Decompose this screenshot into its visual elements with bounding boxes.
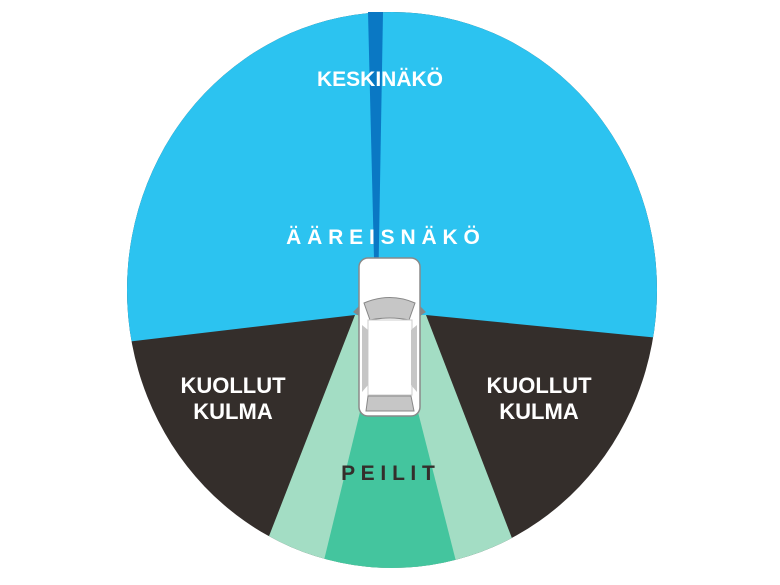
mirror-area-inner <box>318 412 462 568</box>
central-vision-label: KESKINÄKÖ <box>317 68 443 91</box>
central-vision-beam <box>368 12 383 300</box>
blind-spot-right-label-line1: KUOLLUT <box>486 373 592 398</box>
peripheral-vision-area <box>127 12 657 345</box>
mirrors-label: P E I L I T <box>341 462 435 485</box>
peripheral-vision-label: Ä Ä R E I S N Ä K Ö <box>286 226 480 249</box>
blind-spot-right-label-line2: KULMA <box>499 399 579 424</box>
blind-spot-left-label-line2: KULMA <box>193 399 273 424</box>
blind-spot-left-label-line1: KUOLLUT <box>180 373 286 398</box>
car-icon <box>353 257 426 417</box>
